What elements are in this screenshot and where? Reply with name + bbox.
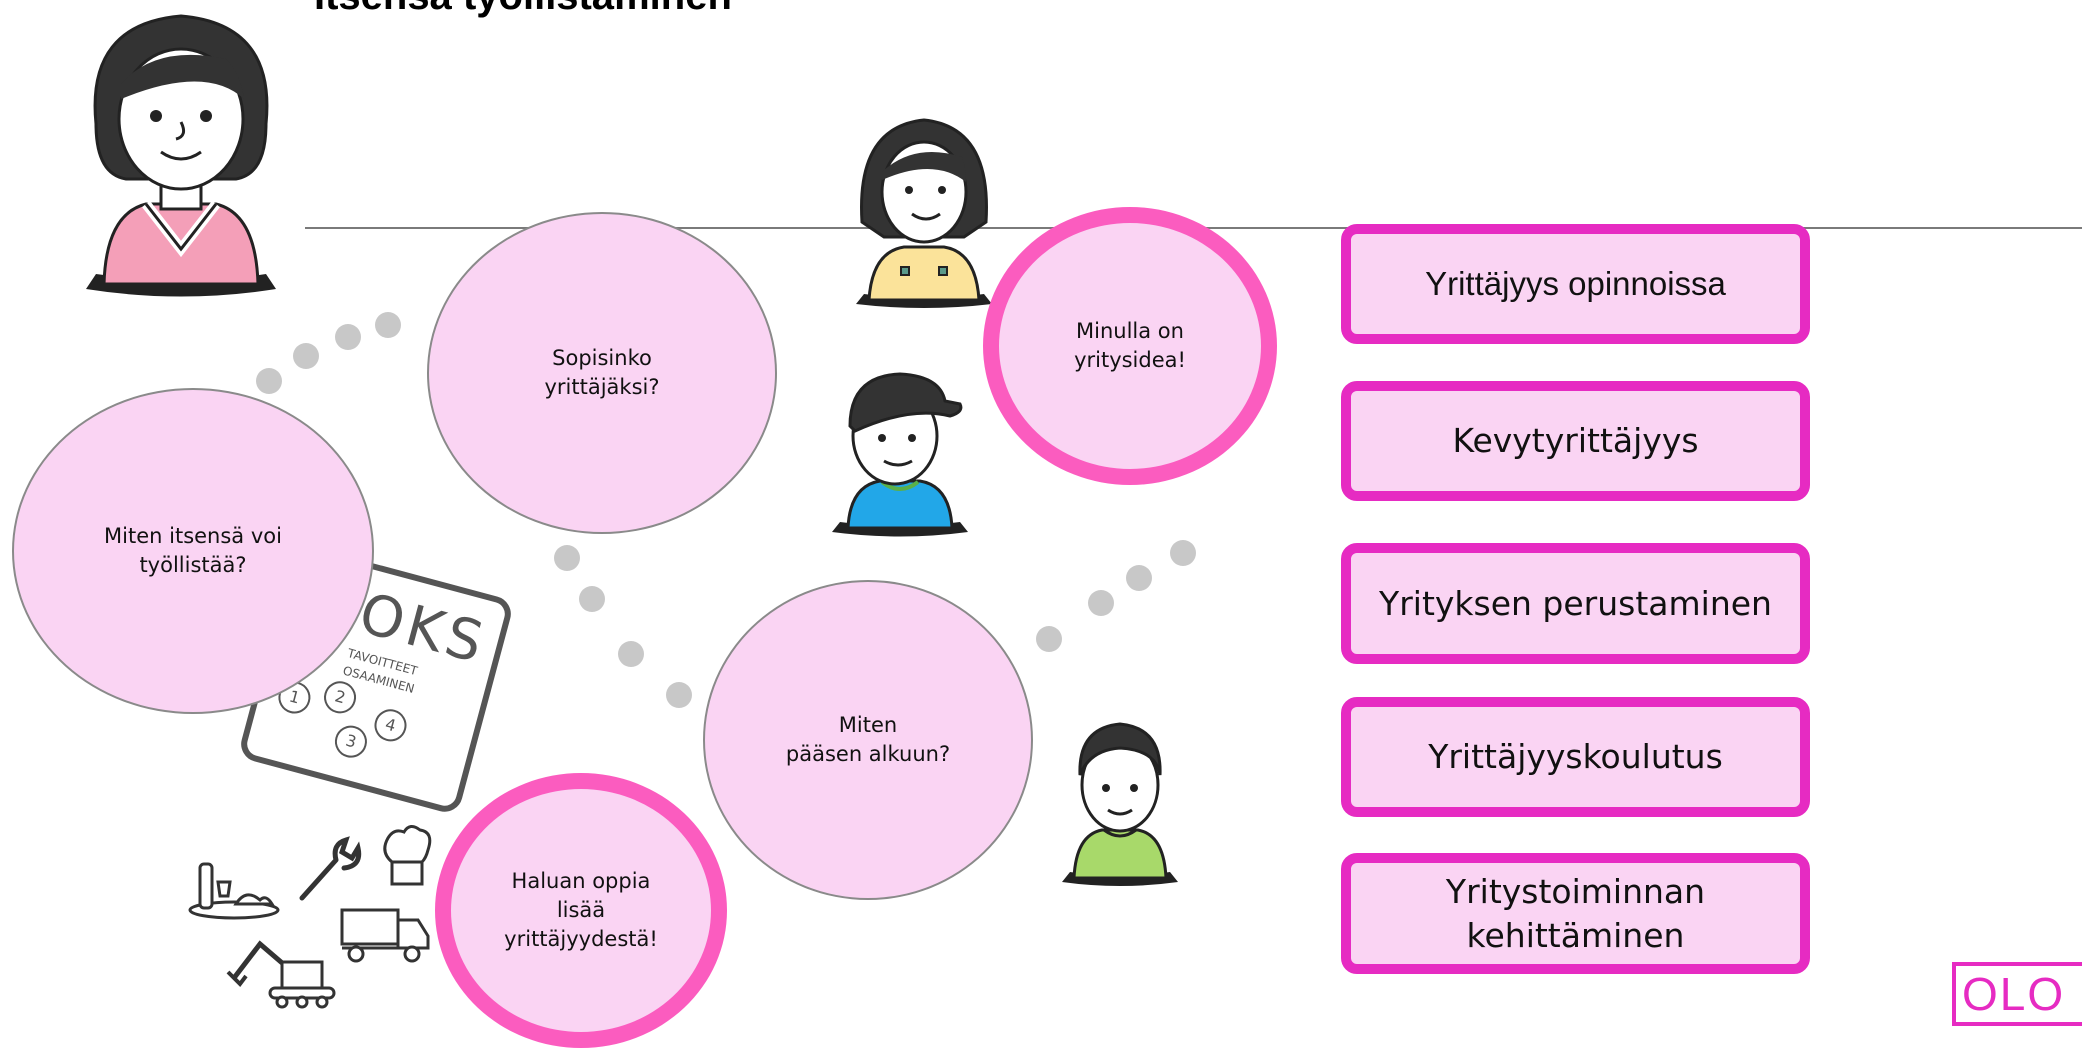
tile-yrityksen-perustaminen[interactable]: Yrityksen perustaminen xyxy=(1341,543,1810,664)
bubble-business-idea: Minulla on yritysidea! xyxy=(983,207,1277,485)
tile-yritystoiminnan-kehittaminen[interactable]: Yritystoiminnan kehittäminen xyxy=(1341,853,1810,974)
boy-cap-avatar-icon xyxy=(832,372,968,537)
bubble-how-to-start: Miten pääsen alkuun? xyxy=(703,580,1033,900)
path-dot xyxy=(1126,565,1152,591)
bubble-text: Haluan oppia lisää yrittäjyydestä! xyxy=(504,869,658,951)
bubble-text: Sopisinko yrittäjäksi? xyxy=(544,346,660,399)
boy-avatar-icon xyxy=(1062,722,1178,886)
tile-label: Kevytyrittäjyys xyxy=(1452,421,1699,460)
path-dot xyxy=(579,586,605,612)
wrench-icon xyxy=(299,836,362,901)
path-dot xyxy=(666,682,692,708)
hoks-step-3: 3 xyxy=(331,722,371,762)
woman-avatar-icon xyxy=(86,14,276,297)
tile-label: Yrittäjyyskoulutus xyxy=(1428,737,1723,776)
path-dot xyxy=(1036,626,1062,652)
path-dot xyxy=(335,324,361,350)
path-dot xyxy=(1170,540,1196,566)
excavator-icon xyxy=(226,940,336,1009)
tile-yrittajyyskoulutus[interactable]: Yrittäjyyskoulutus xyxy=(1341,697,1810,817)
bubble-learn-more: Haluan oppia lisää yrittäjyydestä! xyxy=(435,773,727,1048)
bubble-text: Miten itsensä voi työllistää? xyxy=(104,524,282,577)
tile-label: Yrityksen perustaminen xyxy=(1379,583,1772,623)
chef-hat-icon xyxy=(383,825,432,886)
path-dot xyxy=(554,545,580,571)
olo-logo: OLO xyxy=(1952,962,2082,1026)
bubble-text: Minulla on yritysidea! xyxy=(1074,319,1186,372)
path-dot xyxy=(1088,590,1114,616)
tile-yrittajyys-opinnoissa[interactable]: Yrittäjyys opinnoissa xyxy=(1341,224,1810,344)
bubble-how-to-employ-yourself: Miten itsensä voi työllistää? xyxy=(12,388,374,714)
tile-label: Yrittäjyys opinnoissa xyxy=(1425,265,1726,302)
path-dot xyxy=(293,343,319,369)
bubble-text: Miten pääsen alkuun? xyxy=(785,713,951,766)
path-dot xyxy=(375,312,401,338)
path-dot xyxy=(256,368,282,394)
tile-kevytyrittajyys[interactable]: Kevytyrittäjyys xyxy=(1341,381,1810,501)
page-title: Itsensä työllistäminen xyxy=(314,0,732,19)
girl-avatar-icon xyxy=(856,118,992,308)
food-plate-icon xyxy=(188,862,280,920)
bubble-am-i-entrepreneur: Sopisinko yrittäjäksi? xyxy=(427,212,777,534)
hoks-step-4: 4 xyxy=(370,705,411,745)
hoks-step-2: 2 xyxy=(320,677,360,717)
truck-icon xyxy=(340,908,430,963)
path-dot xyxy=(618,641,644,667)
tile-label: Yritystoiminnan kehittäminen xyxy=(1445,871,1706,955)
